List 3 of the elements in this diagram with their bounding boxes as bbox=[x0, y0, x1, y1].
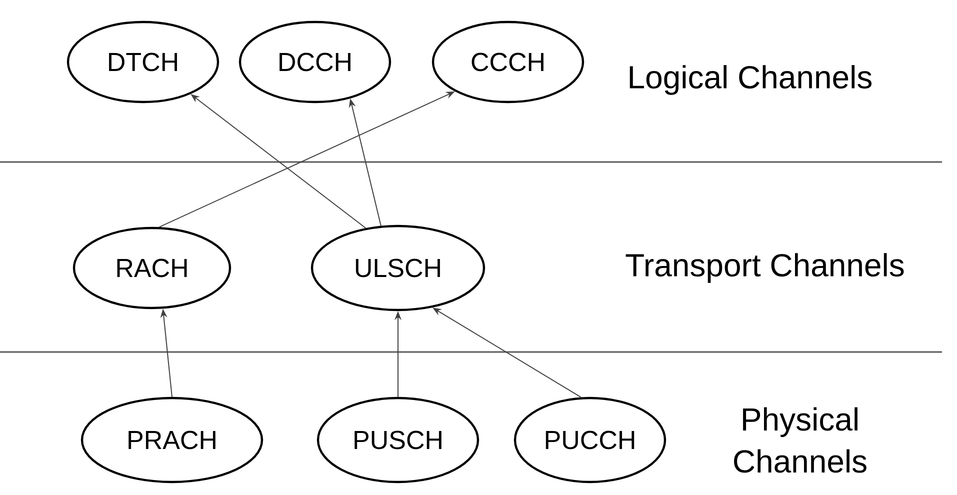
layer-label: Physical Channels bbox=[734, 407, 866, 473]
layer-label: Transport Channels bbox=[626, 253, 904, 283]
layer-label: Logical Channels bbox=[630, 65, 872, 95]
